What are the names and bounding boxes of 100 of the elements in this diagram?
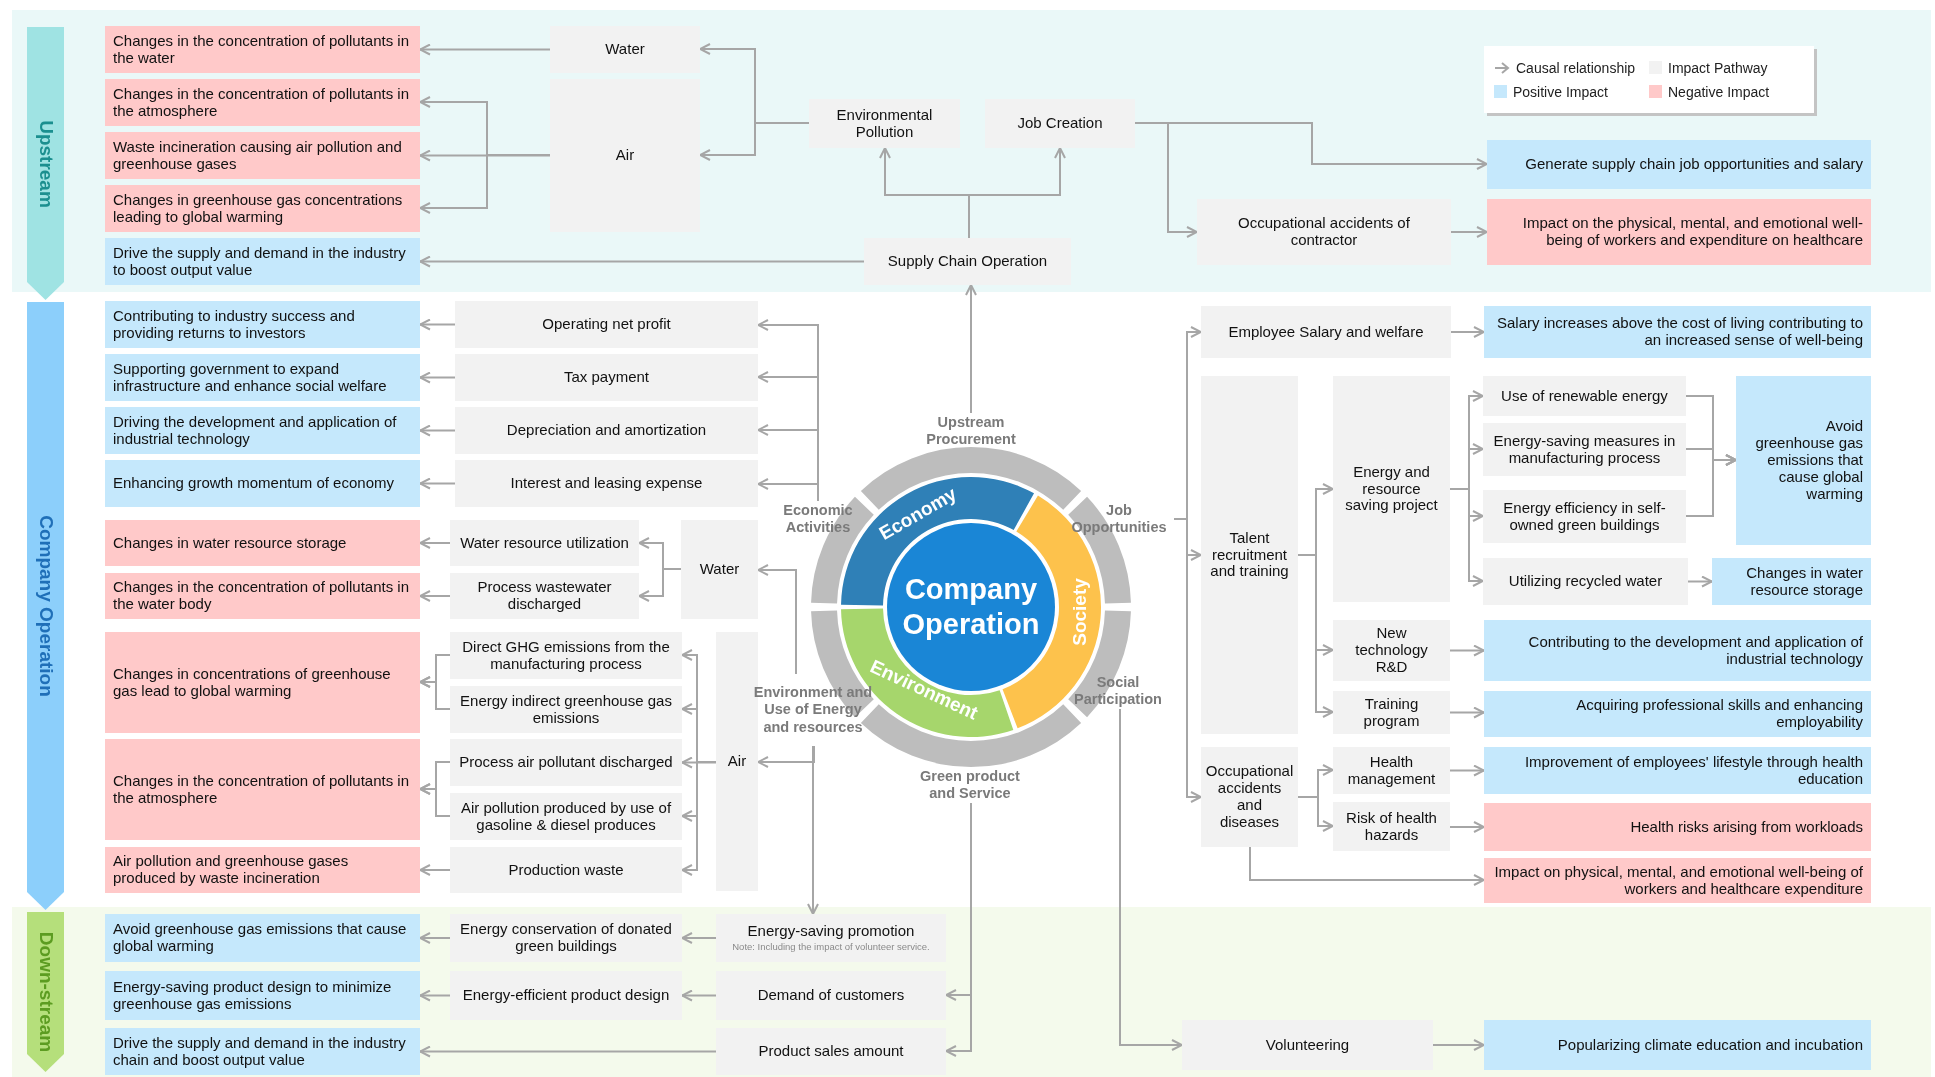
impact-pathway-box — [1201, 376, 1298, 734]
impact-pathway-box — [716, 971, 946, 1020]
box-text: Process wastewater discharged — [476, 579, 613, 613]
impact-pathway-box — [716, 914, 946, 962]
negative-impact-box — [1484, 858, 1871, 903]
impact-pathway-box — [1333, 802, 1450, 851]
impact-pathway-box — [1483, 376, 1686, 416]
impact-pathway-box — [1201, 747, 1298, 847]
impact-pathway-box — [681, 520, 758, 619]
negative-impact-box — [105, 79, 420, 126]
impact-pathway-box — [455, 301, 758, 348]
box-text: Environmental Pollution — [835, 106, 934, 141]
box-text: Supply Chain Operation — [887, 253, 1048, 270]
impact-pathway-box — [450, 914, 682, 962]
box-text: Water — [605, 41, 645, 58]
impact-pathway-box — [450, 573, 639, 619]
negative-impact-box — [105, 847, 420, 893]
box-text: Improvement of employees' lifestyle through health education — [1523, 753, 1863, 788]
box-text: Acquiring professional skills and enhancing employability — [1575, 697, 1863, 731]
box-text: Supporting government to expand infrastructure and enhance social welfare — [113, 360, 388, 395]
negative-impact-box — [1484, 803, 1871, 851]
legend-label: Impact Pathway — [1668, 59, 1768, 76]
connector-arrow — [1450, 226, 1488, 238]
box-text: Volunteering — [1265, 1036, 1350, 1054]
negative-impact-box — [105, 632, 420, 733]
connector-arrow — [1685, 454, 1737, 517]
connector-arrow — [638, 568, 682, 602]
box-text: Avoid greenhouse gas emissions that cause global warming — [113, 921, 408, 955]
connector-arrow — [1297, 796, 1334, 832]
connector-arrow — [419, 371, 456, 384]
connector-arrow — [419, 477, 456, 490]
box-text: Product sales amount — [758, 1043, 904, 1060]
connector-arrow — [1134, 122, 1198, 238]
connector-arrow — [1249, 846, 1485, 886]
box-text: Waste incineration causing air pollution and greenhouse gases — [113, 138, 403, 173]
box-text: Changes in water resource storage — [1745, 564, 1863, 599]
impact-pathway-box — [455, 354, 758, 401]
connector-arrow — [419, 255, 865, 268]
box-text: Job Creation — [1017, 115, 1103, 132]
connector-arrow — [419, 989, 451, 1002]
box-text: Contributing to industry success and providing returns to investors — [113, 307, 356, 342]
box-text: Energy indirect greenhouse gas emissions — [459, 692, 673, 727]
box-text: Depreciation and amortization — [506, 422, 707, 439]
impact-pathway-box — [455, 407, 758, 454]
impact-pathway-box — [450, 971, 682, 1020]
positive-impact-box — [1484, 306, 1871, 358]
ring-label: Social Participation — [1063, 673, 1173, 709]
box-text: Water resource utilization — [460, 534, 629, 552]
center-title: Company Operation — [901, 572, 1041, 642]
box-text: Energy-saving promotion — [747, 923, 915, 941]
connector-arrow — [419, 1045, 717, 1058]
connector-arrow — [1450, 326, 1485, 338]
box-text: Interest and leasing expense — [510, 475, 703, 492]
connector-arrow — [419, 43, 551, 56]
negative-impact-box — [1487, 199, 1871, 265]
positive-impact-box — [1484, 620, 1871, 681]
ring-label: Economic Activities — [763, 501, 873, 537]
connector-arrow — [1449, 764, 1485, 777]
connector-arrow — [419, 537, 451, 549]
box-text: Enhancing growth momentum of economy — [113, 475, 394, 492]
connector-arrow — [681, 761, 717, 876]
positive-impact-box — [105, 460, 420, 507]
impact-pathway-box — [1483, 423, 1686, 476]
impact-pathway-box — [1483, 490, 1686, 543]
connector-arrow — [1449, 488, 1484, 587]
box-text: Process air pollutant discharged — [459, 754, 673, 771]
box-text: Air pollution produced by use of gasoline & diesel produces — [459, 799, 673, 834]
box-text: Training program — [1362, 695, 1421, 730]
box-text: Changes in greenhouse gas concentrations leading to global warming — [113, 191, 404, 226]
connector-arrow — [681, 932, 717, 944]
box-text: Utilizing recycled water — [1508, 573, 1663, 590]
box-text: Changes in concentrations of greenhouse gas lead to global warming — [113, 665, 392, 700]
box-text: Changes in the concentration of pollutants in the atmosphere — [113, 772, 411, 807]
box-text: Changes in the concentration of pollutants in the water body — [113, 579, 411, 613]
box-text: Energy efficiency in self-owned green buildings — [1502, 499, 1667, 534]
ring-label: Upstream Procurement — [911, 413, 1031, 449]
box-text: Energy and resource saving project — [1344, 463, 1439, 515]
impact-pathway-box — [550, 79, 700, 232]
impact-pathway-box — [450, 847, 682, 893]
box-text: Driving the development and application of industrial technology — [113, 413, 398, 448]
connector-arrow — [757, 564, 797, 675]
connector-arrow — [1449, 644, 1485, 657]
connector-arrow — [965, 284, 977, 414]
positive-impact-box — [1487, 140, 1871, 189]
box-text: Avoid greenhouse gas emissions that cause global warming — [1754, 418, 1863, 503]
impact-pathway-box — [985, 99, 1135, 148]
negative-impact-box — [105, 26, 420, 73]
box-text: Drive the supply and demand in the industry to boost output value — [113, 244, 407, 279]
positive-impact-box — [1712, 558, 1871, 605]
positive-impact-box — [1736, 376, 1871, 545]
box-text: Popularizing climate education and incubation — [1557, 1036, 1863, 1054]
connector-arrow — [419, 590, 451, 602]
box-text: Employee Salary and welfare — [1228, 323, 1424, 341]
box-text: Water — [699, 561, 740, 578]
ring-label: Green product and Service — [910, 767, 1030, 803]
negative-impact-box — [105, 520, 420, 566]
impact-pathway-box — [450, 793, 682, 840]
negative-impact-box — [105, 739, 420, 840]
connector-arrow — [419, 932, 451, 944]
box-text: Energy conservation of donated green buildings — [459, 921, 673, 955]
